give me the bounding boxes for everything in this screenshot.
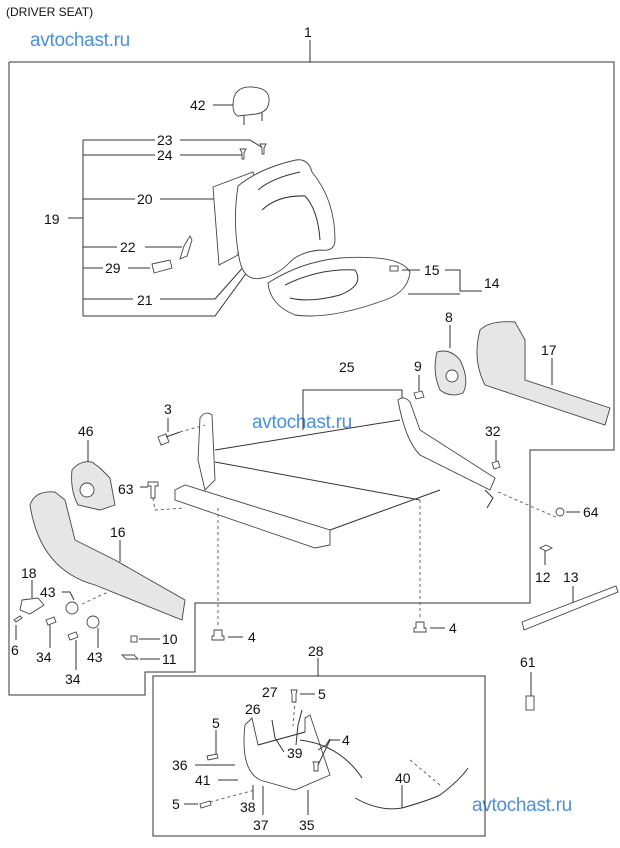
part-label: 28: [308, 643, 324, 659]
screw: [45, 616, 57, 626]
leader-line: [83, 267, 251, 317]
part-label: 29: [105, 260, 121, 276]
watermark: avtochast.ru: [30, 30, 130, 51]
seat-track-mechanism: [243, 714, 331, 791]
knob: [86, 615, 100, 629]
part-label: 13: [563, 569, 579, 585]
part-label: 32: [485, 423, 501, 439]
part-label: 21: [137, 292, 153, 308]
part-label: 64: [583, 504, 599, 520]
part-label: 24: [157, 147, 173, 163]
part-label: 19: [44, 211, 60, 227]
part-label: 5: [318, 686, 326, 702]
part-label: 36: [172, 757, 188, 773]
screw: [13, 615, 23, 623]
part-label: 23: [157, 132, 173, 148]
part-labels: 1 42 23 24 20 19 22 29 21 15 14 8 17 25 …: [11, 24, 599, 833]
bolt: [157, 433, 170, 446]
screw: [67, 631, 79, 641]
subassembly-frame: [152, 675, 486, 837]
part-label: 16: [110, 524, 126, 540]
screw: [290, 689, 298, 703]
part-label: 43: [40, 584, 56, 600]
clip: [538, 544, 554, 552]
part-label: 40: [395, 770, 411, 786]
part-label: 4: [449, 620, 457, 636]
part-label: 15: [424, 262, 440, 278]
seat-frame-right-rail: [397, 397, 496, 491]
knob: [65, 601, 79, 615]
outer-side-shield: [29, 491, 186, 621]
nut: [555, 507, 565, 517]
screw: [199, 800, 212, 809]
part-label: 38: [240, 799, 256, 815]
part-label: 41: [195, 772, 211, 788]
part-label: 14: [484, 275, 500, 291]
screw: [312, 761, 320, 772]
seat-back: [234, 159, 336, 280]
part-label: 35: [299, 817, 315, 833]
seat-frame-bracket: [197, 412, 216, 491]
bolt: [413, 390, 425, 400]
part-label: 10: [162, 631, 178, 647]
part-label: 46: [78, 423, 94, 439]
part-label: 6: [11, 642, 19, 658]
part-label: 22: [120, 239, 136, 255]
part-label: 9: [414, 358, 422, 374]
clip: [525, 695, 535, 711]
part-label: 11: [162, 651, 177, 667]
clip: [239, 148, 247, 160]
bracket: [19, 597, 45, 615]
part-label: 34: [65, 671, 81, 687]
bolt: [491, 460, 501, 470]
part-label: 26: [245, 701, 261, 717]
part-label: 5: [212, 715, 220, 731]
part-label: 61: [520, 654, 536, 670]
sill-molding: [521, 585, 619, 631]
hinge-cover: [71, 461, 116, 511]
part-label: 25: [339, 359, 355, 375]
part-label: 18: [21, 565, 37, 581]
bolt: [147, 481, 159, 499]
part-label: 8: [445, 309, 453, 325]
bolt: [211, 629, 225, 641]
diagram-title: (DRIVER SEAT): [6, 5, 94, 19]
part-label: 39: [287, 745, 303, 761]
part-label: 4: [342, 732, 350, 748]
part-label: 27: [262, 684, 278, 700]
clip: [259, 143, 267, 155]
part-label: 5: [172, 796, 180, 812]
part-label: 12: [535, 569, 551, 585]
leader-line: [180, 139, 264, 149]
seat-frame-left-rail: [174, 484, 331, 549]
watermark: avtochast.ru: [472, 795, 572, 816]
watermark: avtochast.ru: [252, 412, 352, 433]
hook-bracket: [179, 235, 193, 260]
wire-harness: [354, 767, 469, 810]
part-label: 42: [190, 97, 206, 113]
part-label: 37: [253, 817, 269, 833]
part-label: 20: [137, 191, 153, 207]
headrest: [232, 86, 270, 117]
part-label: 1: [304, 24, 312, 40]
cap: [130, 635, 138, 643]
part-label: 3: [164, 401, 172, 417]
seat-cushion: [267, 256, 411, 317]
screw: [206, 753, 219, 761]
cap: [120, 654, 140, 660]
part-label: 43: [87, 649, 103, 665]
assembly-frame: [8, 61, 615, 696]
knob: [151, 259, 173, 274]
part-label: 17: [541, 342, 557, 358]
part-label: 4: [248, 629, 256, 645]
part-label: 63: [118, 481, 134, 497]
part-label: 34: [36, 649, 52, 665]
bolt: [413, 621, 427, 633]
leader-line: [302, 389, 403, 430]
side-trim: [476, 321, 611, 426]
